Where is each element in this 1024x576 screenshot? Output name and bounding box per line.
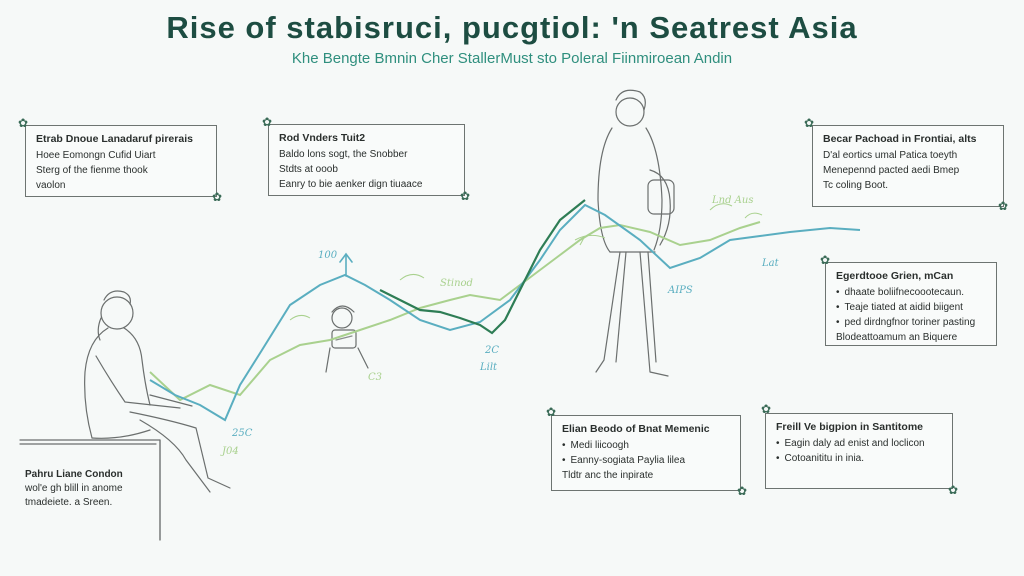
flower-corner-icon: ✿ — [459, 189, 471, 203]
flower-corner-icon: ✿ — [736, 484, 748, 498]
card-line: Eagin daly ad enist and loclicon — [776, 436, 942, 451]
card-line: Tldtr anc the inpirate — [562, 470, 654, 481]
child-reading-illustration — [325, 305, 369, 373]
page-subtitle: Khe Bengte Bmnin Cher StallerMust sto Po… — [291, 50, 733, 67]
card-line: D'al eortics umal Patica toeyth — [823, 150, 958, 161]
card-heading: Rod Vnders Tuit2 — [279, 132, 366, 144]
caption-left: Pahru Liane Condon wol'e gh blill in ano… — [25, 468, 123, 510]
mid-label-1: Stinod — [440, 278, 473, 289]
info-card-top-middle: Rod Vnders Tuit2 Baldo lons sogt, the Sn… — [268, 124, 465, 196]
right-label-2: AIPS — [668, 285, 693, 296]
flower-corner-icon: ✿ — [803, 116, 815, 130]
flower-corner-icon: ✿ — [545, 405, 557, 419]
card-heading: Freill Ve bigpion in Santitome — [776, 421, 924, 433]
card-line: Teaje tiated at aidid biigent — [836, 300, 986, 315]
card-line: Medi liicoogh — [562, 438, 730, 453]
low-label-1: 25C — [232, 428, 253, 439]
flower-corner-icon: ✿ — [819, 253, 831, 267]
card-line: Cotoanititu in inia. — [776, 451, 942, 466]
flower-corner-icon: ✿ — [760, 402, 772, 416]
flower-corner-icon: ✿ — [17, 116, 29, 130]
trend-line-teal — [149, 203, 861, 422]
right-label-1: Lnd Aus — [712, 195, 754, 206]
card-line: Eanny-sogiata Paylia lilea — [562, 453, 730, 468]
info-card-top-left: Etrab Dnoue Lanadaruf pirerais Hoee Eomo… — [25, 125, 217, 197]
peak-label: 100 — [318, 250, 338, 261]
trend-line-lightgreen — [149, 221, 761, 402]
flower-corner-icon: ✿ — [261, 115, 273, 129]
flower-corner-icon: ✿ — [211, 190, 223, 204]
card-heading: Elian Beodo of Bnat Memenic — [562, 423, 710, 435]
caption-line: tmadeiete. a Sreen. — [25, 497, 113, 508]
person-sitting-illustration — [19, 290, 231, 541]
person-walking-illustration — [595, 89, 675, 377]
info-card-bottom-middle: Elian Beodo of Bnat Memenic Medi liicoog… — [551, 415, 741, 491]
card-line: vaolon — [36, 180, 66, 191]
card-heading: Egerdtooe Grien, mCan — [836, 270, 954, 282]
card-line: Blodeattoamum an Biquere — [836, 332, 958, 343]
leaf-sketches — [289, 203, 763, 321]
card-line: Stdts at ooob — [279, 164, 338, 175]
page-title: Rise of stabisruci, pucgtiol: 'n Seatres… — [166, 10, 858, 45]
trend-line-darkgreen — [379, 199, 586, 335]
card-line: Hoee Eomongn Cufid Uiart — [36, 150, 156, 161]
low-label-2: J04 — [222, 446, 239, 457]
far-label: Lat — [762, 258, 779, 269]
flower-corner-icon: ✿ — [997, 199, 1009, 213]
card-line: Menepennd pacted aedi Bmep — [823, 165, 960, 176]
info-card-middle-right: Egerdtooe Grien, mCan dhaate boliifnecoo… — [825, 262, 997, 346]
card-line: Tc coling Boot. — [823, 180, 889, 191]
card-line: ped dirdngfnor toriner pasting — [836, 315, 986, 330]
card-heading: Etrab Dnoue Lanadaruf pirerais — [36, 133, 193, 145]
card-heading: Becar Pachoad in Frontiai, alts — [823, 133, 977, 145]
caption-heading: Pahru Liane Condon — [25, 469, 123, 480]
up-arrow-icon — [339, 252, 353, 277]
info-card-top-right: Becar Pachoad in Frontiai, alts D'al eor… — [812, 125, 1004, 207]
flower-corner-icon: ✿ — [947, 483, 959, 497]
info-card-bottom-right: Freill Ve bigpion in Santitome Eagin dal… — [765, 413, 953, 489]
mid-label-2: C3 — [368, 372, 383, 383]
card-line: dhaate boliifnecoootecaun. — [836, 285, 986, 300]
dip-label-1: 2C — [485, 345, 500, 356]
card-line: Sterg of the fienme thook — [36, 165, 148, 176]
dip-label-2: Lilt — [480, 362, 498, 373]
caption-line: wol'e gh blill in anome — [25, 483, 123, 494]
card-line: Baldo lons sogt, the Snobber — [279, 149, 408, 160]
card-line: Eanry to bie aenker dign tiuaace — [279, 179, 423, 190]
